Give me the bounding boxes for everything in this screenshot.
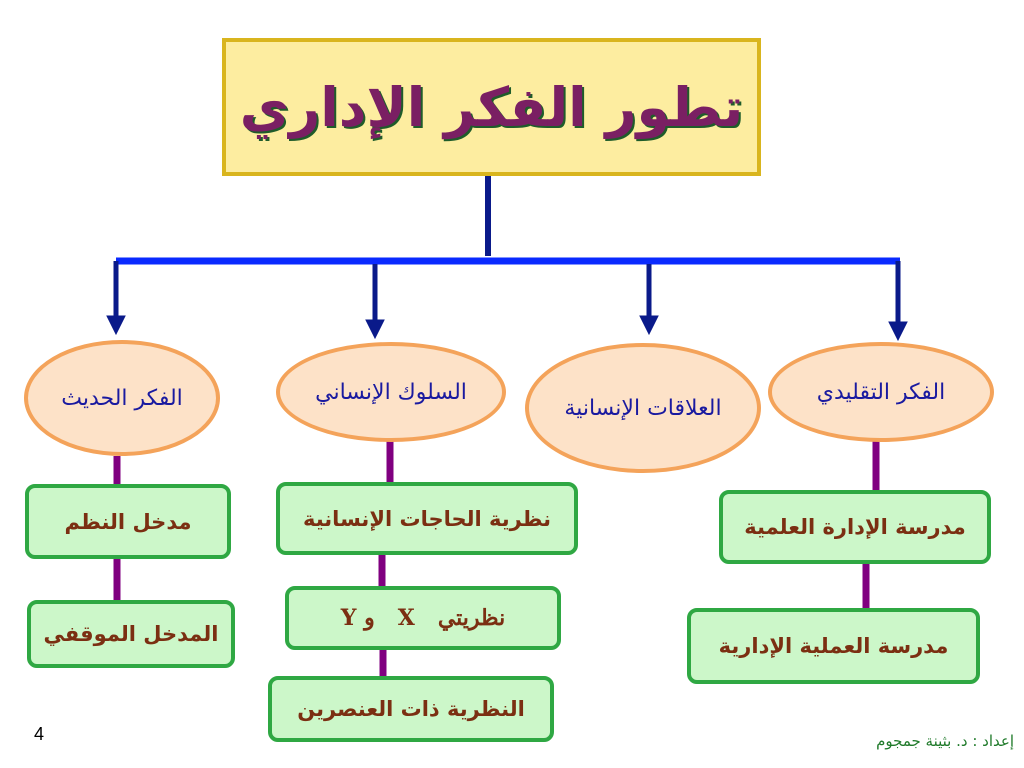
title-box: تطور الفكر الإداري [222,38,761,176]
branch-modern-label: الفكر الحديث [61,385,183,411]
box-scientific-management-label: مدرسة الإدارة العلمية [744,515,966,539]
box-needs-theory-label: نظرية الحاجات الإنسانية [302,506,552,531]
box-two-factor-theory-label: النظرية ذات العنصرين [297,697,525,721]
box-two-factor-theory: النظرية ذات العنصرين [268,676,554,742]
box-xy-theory: نظريتي X و Y [285,586,561,650]
page-number: 4 [34,724,45,744]
arrow-modern [106,261,126,336]
box-systems-approach: مدخل النظم [25,484,231,559]
box-contingency-approach: المدخل الموقفي [27,600,235,668]
branch-behavior-label: السلوك الإنساني [315,379,467,405]
box-contingency-approach-label: المدخل الموقفي [43,622,219,646]
branch-classic: الفكر التقليدي [768,342,994,442]
arrow-behavior [365,264,385,340]
branch-relations-label: العلاقات الإنسانية [564,395,722,421]
box-administrative-process: مدرسة العملية الإدارية [687,608,980,684]
branch-modern: الفكر الحديث [24,340,220,456]
branch-relations: العلاقات الإنسانية [525,343,761,473]
box-xy-theory-label: نظريتي X و Y [340,605,506,631]
branch-classic-label: الفكر التقليدي [816,379,946,405]
box-needs-theory: نظرية الحاجات الإنسانية [276,482,578,555]
box-administrative-process-label: مدرسة العملية الإدارية [718,634,949,658]
box-systems-approach-label: مدخل النظم [64,509,192,534]
diagram-title: تطور الفكر الإداري [239,75,744,139]
author-credit: إعداد : د. بثينة جمجوم [876,732,1014,750]
arrow-relations [639,264,659,336]
box-scientific-management: مدرسة الإدارة العلمية [719,490,991,564]
arrow-classic [888,261,908,342]
branch-behavior: السلوك الإنساني [276,342,506,442]
